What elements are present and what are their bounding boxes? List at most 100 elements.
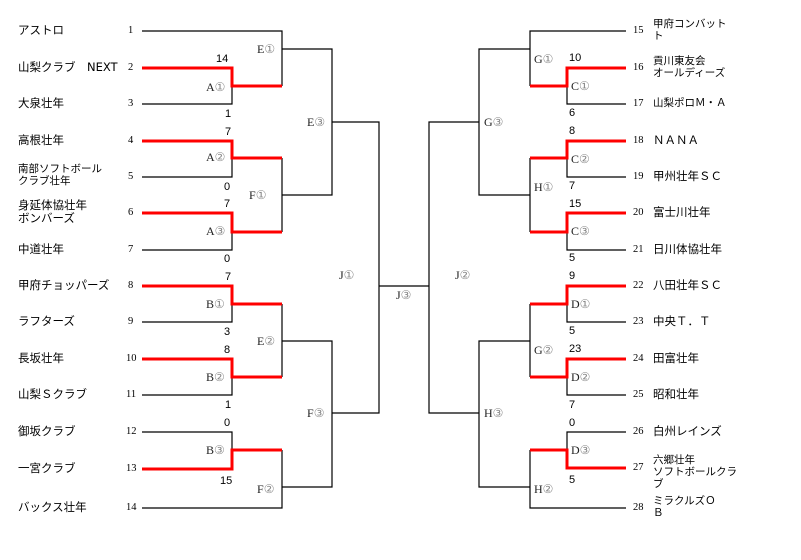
team-name: 山梨クラブ NEXT (18, 60, 118, 74)
team-seed: 8 (128, 280, 134, 291)
team-name: 八田壮年ＳＣ (653, 278, 722, 292)
match-label-g3: G③ (484, 115, 504, 129)
match-label-b3: B③ (206, 443, 225, 457)
team-seed: 2 (128, 62, 134, 73)
line-g3-out (428, 121, 479, 286)
match-label-f3: F③ (307, 406, 325, 420)
line-team-19 (566, 158, 626, 178)
team-name: 長坂壮年 (18, 351, 64, 365)
line-team-11 (142, 377, 233, 396)
team-name: 山梨Ｓクラブ (18, 387, 87, 401)
score: 15 (220, 475, 233, 487)
score: 5 (569, 325, 576, 337)
win-line-team-18 (530, 139, 626, 160)
team-name: 南部ソフトボール クラブ壮年 (18, 163, 102, 187)
normal-lines (142, 30, 626, 509)
score: 7 (225, 126, 232, 138)
win-line-team-2 (142, 66, 282, 88)
score: 0 (569, 417, 576, 429)
match-label-d2: D② (571, 370, 591, 384)
win-line-team-27 (530, 448, 626, 470)
line-h2-out (478, 413, 530, 488)
score: 5 (569, 252, 576, 264)
team-name: 中央Ｔ．Ｔ (653, 314, 711, 328)
win-line-team-4 (142, 139, 282, 160)
team-name: 六郷壮年 ソフトボールクラ ブ (653, 454, 737, 490)
team-name: 貢川東友会 オールディーズ (653, 55, 726, 79)
score: 7 (569, 180, 576, 192)
score: 0 (224, 253, 231, 265)
team-seed: 1 (128, 25, 134, 36)
score: 9 (569, 270, 576, 282)
match-label-a2: A② (206, 150, 226, 164)
line-team-17 (566, 86, 626, 105)
score: 1 (225, 399, 232, 411)
line-team-1 (142, 30, 283, 86)
match-label-c2: C② (571, 152, 590, 166)
line-f3-out (332, 286, 380, 414)
team-name: 中道壮年 (18, 242, 64, 256)
line-h1 (478, 122, 531, 232)
line-f2-out (282, 413, 333, 488)
win-line-team-22 (530, 284, 626, 306)
match-label-j3: J③ (396, 288, 412, 302)
match-label-g1: G① (534, 52, 554, 66)
match-label-f1: F① (249, 188, 267, 202)
score: 0 (224, 181, 231, 193)
team-name: 一宮クラブ (18, 461, 76, 475)
score: 7 (225, 271, 232, 283)
win-line-team-24 (530, 357, 626, 379)
score: 14 (216, 53, 229, 65)
match-label-h2: H② (534, 482, 554, 496)
team-seed: 23 (633, 316, 644, 327)
team-seed: 21 (633, 244, 644, 255)
score: 3 (224, 326, 231, 338)
team-name: 田富壮年 (653, 351, 699, 365)
line-e3-out (332, 121, 380, 286)
line-team-5 (142, 158, 233, 178)
team-name: 日川体協壮年 (653, 242, 722, 256)
win-line-team-6 (142, 211, 282, 234)
team-seed: 4 (128, 135, 134, 146)
team-name: 御坂クラブ (18, 424, 76, 438)
line-h3-out (428, 286, 479, 414)
match-label-c1: C① (571, 79, 590, 93)
team-seed: 13 (126, 463, 137, 474)
team-name: 高根壮年 (18, 133, 64, 147)
team-seed: 26 (633, 426, 644, 437)
team-seed: 17 (633, 98, 644, 109)
match-label-b1: B① (206, 297, 225, 311)
match-label-e3: E③ (307, 115, 326, 129)
score: 23 (569, 343, 582, 355)
match-label-b2: B② (206, 370, 225, 384)
score: 7 (224, 198, 231, 210)
team-name: 甲府コンバット ト (653, 18, 727, 42)
team-seed: 16 (633, 62, 644, 73)
team-name: 白州レインズ (653, 424, 722, 438)
score: 5 (569, 474, 576, 486)
team-seed: 11 (126, 389, 137, 400)
team-seed: 5 (128, 171, 134, 182)
match-label-j2: J② (455, 268, 471, 282)
match-label-j1: J① (339, 268, 355, 282)
score: 15 (569, 198, 582, 210)
line-g1-out (478, 48, 530, 122)
match-label-e1: E① (257, 42, 276, 56)
team-seed: 18 (633, 135, 644, 146)
team-name: ＮＡＮＡ (653, 133, 699, 147)
win-line-team-10 (142, 357, 282, 379)
line-team-14 (142, 450, 283, 509)
win-line-team-13 (142, 448, 282, 471)
team-seed: 25 (633, 389, 644, 400)
match-label-e2: E② (257, 334, 276, 348)
line-team-28 (529, 450, 626, 509)
match-label-h3: H③ (484, 406, 504, 420)
line-team-15 (529, 30, 626, 86)
match-label-c3: C③ (571, 224, 590, 238)
match-label-f2: F② (257, 482, 275, 496)
line-f1 (281, 122, 333, 232)
win-line-team-16 (530, 66, 626, 88)
team-name: アストロ (18, 23, 64, 37)
score: 10 (569, 52, 582, 64)
